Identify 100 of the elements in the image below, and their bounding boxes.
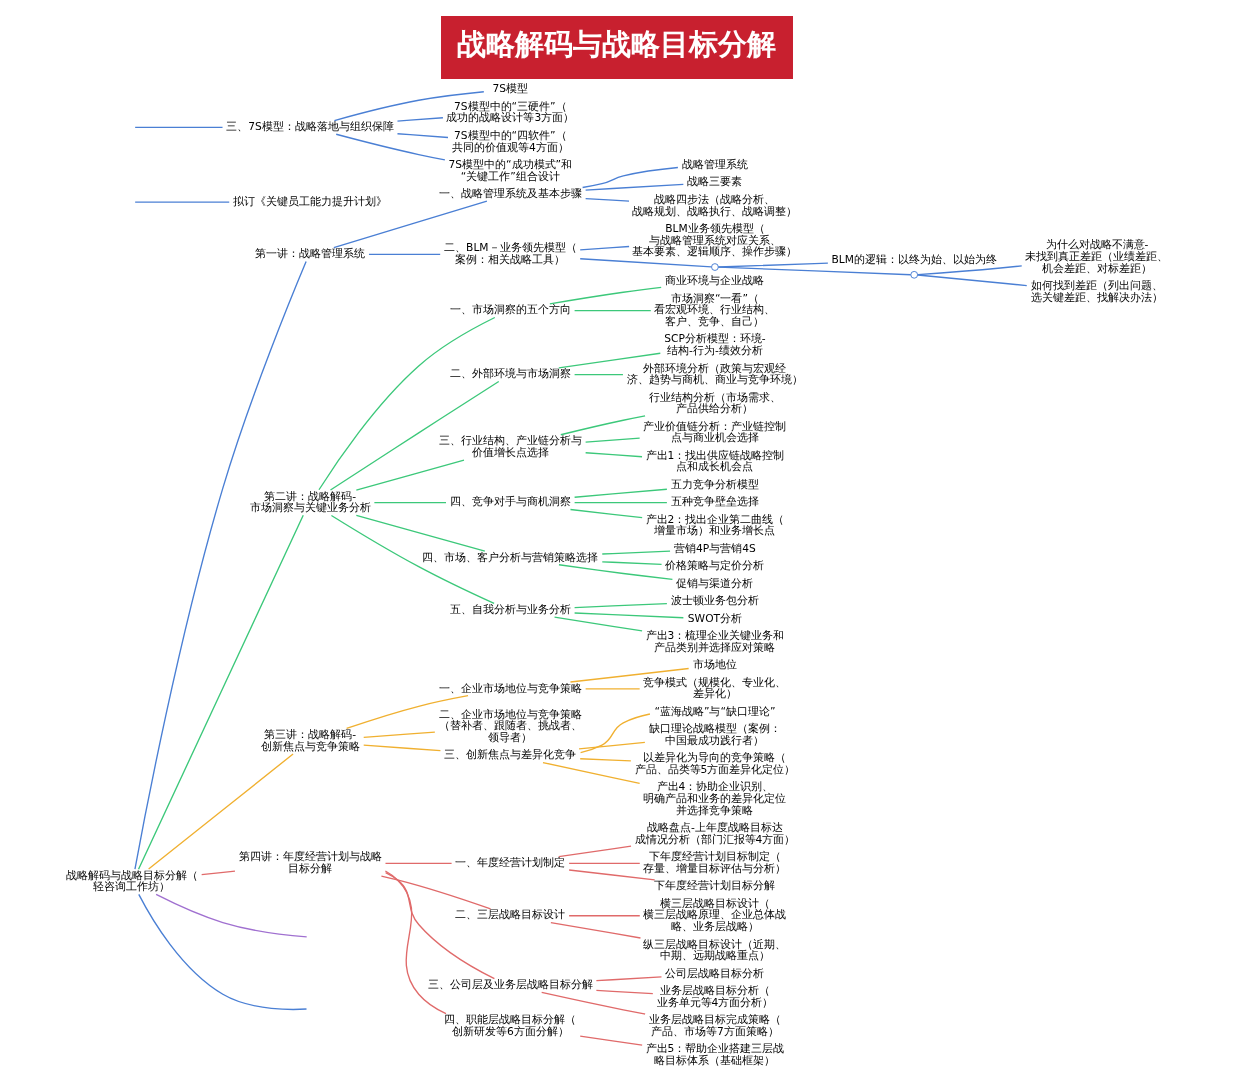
connector [333, 200, 488, 249]
node-text: 产业价值链分析：产业链控制点与商业机会选择 [643, 419, 787, 445]
node-text: 市场洞察“一看”（看宏观环境、行业结构、客户、竞争、自己） [654, 291, 776, 329]
connector [601, 561, 663, 566]
connector [373, 502, 447, 504]
node-text: 产出4：协助企业识别、明确产品和业务的差异化定位并选择竞争策略 [643, 780, 787, 817]
connector [134, 126, 224, 129]
node-text: 四、市场、客户分析与营销策略选择 [422, 550, 599, 564]
node-circle [910, 270, 919, 279]
node-text: 产出1：找出供应链战略控制点和成长机会点 [645, 448, 785, 474]
node-text: 促销与渠道分析 [676, 576, 754, 590]
node-text: 五、自我分析与业务分析 [449, 603, 571, 617]
connector [573, 502, 668, 504]
node-text: SWOT分析 [687, 611, 743, 625]
node-text: 产出2：找出企业第二曲线（增量市场）和业务增长点 [645, 512, 785, 538]
node-text: 营销4P与营销4S [674, 541, 756, 555]
connector [380, 875, 492, 910]
connector [584, 437, 641, 443]
connector [368, 253, 441, 256]
node-text: 商业环境与企业战略 [665, 274, 765, 288]
connector [578, 741, 646, 750]
node-text: 第四讲：年度经营计划与战略目标分解 [238, 850, 382, 875]
connector [584, 197, 630, 202]
connector [579, 713, 651, 754]
connector [568, 862, 641, 865]
node-text: 7S模型中的“成功模式”和“关键工作”组合设计 [448, 157, 573, 183]
connector [134, 201, 230, 203]
node-text: 一、市场洞察的五个方向 [449, 303, 571, 317]
node-text: 一、企业市场地位与竞争策略 [438, 681, 582, 695]
diagram-title: 战略解码与战略目标分解 [457, 27, 777, 62]
connector [134, 260, 307, 870]
node-text: 价格策略与定价分析 [665, 559, 765, 573]
connector [384, 872, 496, 980]
node-text: BLM的逻辑：以终为始、以始为终 [831, 252, 997, 266]
node-text: 产出5：帮助企业搭建三层战略目标体系（基础框架） [645, 1042, 785, 1067]
node-text: 纵三层战略目标设计（近期、中期、远期战略重点） [643, 937, 787, 963]
node-text: 第二讲：战略解码-市场洞察与关键业务分析 [249, 489, 371, 515]
node-text: 战略四步法（战略分析、战略规划、战略执行、战略调整） [632, 192, 798, 218]
connector [137, 514, 304, 870]
connector [601, 550, 671, 555]
node-text: 一、战略管理系统及基本步骤 [438, 187, 582, 201]
node-text: 二、三层战略目标设计 [455, 908, 566, 922]
connector [579, 1035, 643, 1046]
connector [384, 870, 447, 1015]
connector [717, 266, 912, 276]
node-text: 7S模型 [492, 82, 529, 96]
connector [330, 514, 495, 605]
node-text: 市场地位 [692, 658, 737, 672]
node-text: 二、企业市场地位与竞争策略（替补者、跟随者、挑战者、领导者） [438, 707, 582, 745]
node-text: 第一讲：战略管理系统 [255, 247, 366, 261]
connector [355, 459, 465, 491]
node-text: 下年度经营计划目标分解 [654, 879, 776, 893]
connector [581, 166, 679, 189]
node-text: 业务层战略目标分析（业务单元等4方面分析） [656, 984, 774, 1009]
node-text: 第三讲：战略解码-创新焦点与竞争策略 [260, 728, 360, 753]
connector [335, 133, 446, 161]
node-text: 公司层战略目标分析 [665, 966, 765, 980]
connector [345, 695, 469, 730]
connector [584, 688, 641, 690]
connector [363, 731, 436, 738]
connector [363, 744, 442, 752]
connector [558, 352, 661, 369]
node-text: 为什么对战略不满意-未找到真正差距（业绩差距、机会差距、对标差距） [1025, 238, 1169, 275]
node-text: 二、外部环境与市场洞察 [449, 367, 571, 381]
node-text: 横三层战略目标设计（横三层战略原理、企业总体战略、业务层战略） [643, 896, 787, 934]
connector [573, 488, 668, 498]
node-text: 战略管理系统 [681, 157, 748, 171]
node-text: 外部环境分析（政策与宏观经济、趋势与商机、商业与竞争环境） [626, 361, 803, 387]
connector [579, 258, 713, 268]
connector [138, 893, 308, 1011]
connector [569, 667, 690, 683]
connector [542, 761, 641, 785]
node-text: 四、竞争对手与商机洞察 [449, 495, 571, 509]
connector [917, 274, 1028, 287]
node-text: 产出3：梳理企业关键业务和产品类别并选择应对策略 [645, 629, 785, 654]
node-text: 三、创新焦点与差异化竞争 [444, 748, 577, 762]
node-text: 战略三要素 [687, 175, 743, 189]
node-text: “蓝海战略”与“缺口理论” [654, 704, 776, 718]
connector [568, 869, 656, 881]
connector [549, 286, 662, 305]
node-text: 三、公司层及业务层战略目标分解 [427, 978, 593, 992]
node-text: 竞争模式（规模化、专业化、差异化） [643, 675, 787, 701]
connector [396, 133, 449, 139]
connector [573, 374, 624, 376]
connector [584, 452, 643, 458]
connector [568, 915, 641, 917]
node-text: 三、行业结构、产业链分析与价值增长点选择 [438, 434, 582, 459]
connector [541, 991, 646, 1015]
connector [333, 91, 485, 122]
node-text: 五种竞争壁垒选择 [670, 495, 759, 509]
connector [329, 380, 500, 491]
connector [553, 616, 643, 632]
node-text: 下年度经营计划目标制定（存量、增量目标评估与分析） [643, 850, 787, 875]
connector [573, 612, 685, 619]
connector [355, 514, 486, 552]
node-text: 业务层战略目标完成策略（产品、市场等7方面策略） [648, 1013, 781, 1038]
node-text: 一、年度经营计划制定 [455, 856, 566, 870]
connector [569, 508, 643, 519]
node-text: SCP分析模型：环境-结构-行为-绩效分析 [664, 332, 766, 358]
connector [584, 183, 684, 191]
